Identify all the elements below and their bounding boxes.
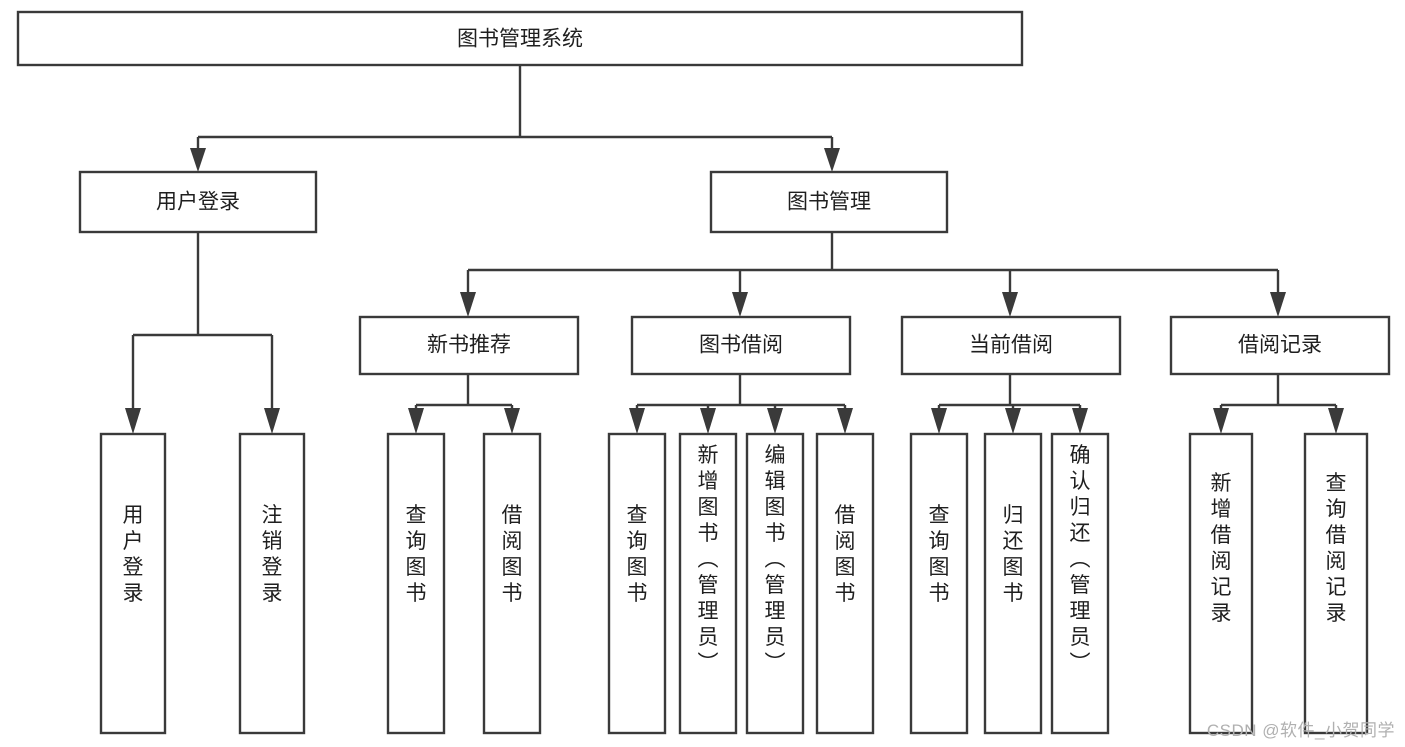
arrow-head-leaf-query-book-2 [629, 408, 645, 434]
node-root[interactable]: 图书管理系统 [16, 10, 1024, 67]
node-book-borrow-box[interactable] [630, 315, 852, 376]
node-leaf-add-book-label: 新增图书︵管理员︶ [698, 444, 719, 675]
node-user-login[interactable]: 用户登录 [78, 170, 318, 234]
node-new-book-recommend-box[interactable] [358, 315, 580, 376]
node-leaf-query-record[interactable]: 查询借阅记录 [1303, 432, 1369, 735]
node-leaf-query-book-1[interactable]: 查询图书 [386, 432, 446, 735]
node-current-borrow[interactable]: 当前借阅 [900, 315, 1122, 376]
connector-group-book-borrow-to-leaves [629, 374, 853, 434]
arrow-head-borrow-record [1270, 292, 1286, 317]
connector-group-new-book-recommend-to-leaves [408, 374, 520, 434]
node-leaf-return-book-box[interactable] [983, 432, 1043, 735]
node-leaf-query-book-3-label: 查询图书 [929, 504, 950, 605]
node-book-manage[interactable]: 图书管理 [709, 170, 949, 234]
arrow-head-new-book-recommend [460, 292, 476, 317]
arrow-head-leaf-query-book-3 [931, 408, 947, 434]
node-leaf-logout-login-box[interactable] [238, 432, 306, 735]
node-leaf-query-book-2-box[interactable] [607, 432, 667, 735]
node-new-book-recommend[interactable]: 新书推荐 [358, 315, 580, 376]
node-leaf-query-book-1-label: 查询图书 [406, 504, 427, 605]
node-leaf-query-book-3-box[interactable] [909, 432, 969, 735]
arrow-head-leaf-add-book [700, 408, 716, 434]
arrow-head-current-borrow [1002, 292, 1018, 317]
arrow-head-leaf-borrow-book-2 [837, 408, 853, 434]
node-book-manage-label: 图书管理 [787, 191, 871, 214]
node-leaf-user-login[interactable]: 用户登录 [99, 432, 167, 735]
node-current-borrow-box[interactable] [900, 315, 1122, 376]
node-leaf-confirm-return-box[interactable] [1050, 432, 1110, 735]
node-borrow-record-box[interactable] [1169, 315, 1391, 376]
node-leaf-query-book-1-box[interactable] [386, 432, 446, 735]
node-leaf-return-book[interactable]: 归还图书 [983, 432, 1043, 735]
arrow-head-leaf-query-record [1328, 408, 1344, 434]
node-borrow-record-label: 借阅记录 [1238, 334, 1322, 357]
connector-group-borrow-record-to-leaves [1213, 374, 1344, 434]
node-leaf-borrow-book-1[interactable]: 借阅图书 [482, 432, 542, 735]
node-new-book-recommend-label: 新书推荐 [427, 334, 511, 357]
connector-group-root-to-level2 [190, 65, 840, 172]
node-root-label: 图书管理系统 [457, 28, 583, 51]
node-borrow-record[interactable]: 借阅记录 [1169, 315, 1391, 376]
node-leaf-edit-book-label: 编辑图书︵管理员︶ [765, 444, 786, 675]
node-leaf-borrow-book-1-label: 借阅图书 [502, 504, 523, 605]
node-leaf-confirm-return-label: 确认归还︵管理员︶ [1070, 444, 1091, 675]
node-user-login-box[interactable] [78, 170, 318, 234]
node-leaf-user-login-box[interactable] [99, 432, 167, 735]
node-leaf-borrow-book-1-box[interactable] [482, 432, 542, 735]
arrow-head-leaf-edit-book [767, 408, 783, 434]
arrow-head-leaf-borrow-book-1 [504, 408, 520, 434]
node-leaf-query-record-box[interactable] [1303, 432, 1369, 735]
node-book-borrow[interactable]: 图书借阅 [630, 315, 852, 376]
node-root-box[interactable] [16, 10, 1024, 67]
arrow-head-user-login [190, 148, 206, 172]
arrow-head-leaf-return-book [1005, 408, 1021, 434]
node-leaf-query-book-3[interactable]: 查询图书 [909, 432, 969, 735]
node-leaf-add-record-box[interactable] [1188, 432, 1254, 735]
arrow-head-leaf-add-record [1213, 408, 1229, 434]
node-leaf-logout-login-label: 注销登录 [262, 504, 283, 605]
node-leaf-borrow-book-2-box[interactable] [815, 432, 875, 735]
connector-group-book-manage-to-level3 [460, 232, 1286, 317]
connector-group-current-borrow-to-leaves [931, 374, 1088, 434]
node-leaf-edit-book-box[interactable] [745, 432, 805, 735]
node-leaf-logout-login[interactable]: 注销登录 [238, 432, 306, 735]
node-leaf-query-record-label: 查询借阅记录 [1326, 472, 1347, 625]
node-current-borrow-label: 当前借阅 [969, 334, 1053, 357]
node-leaf-add-record[interactable]: 新增借阅记录 [1188, 432, 1254, 735]
node-book-borrow-label: 图书借阅 [699, 334, 783, 357]
connector-group-user-login-to-leaves [125, 232, 280, 434]
arrow-head-book-borrow [732, 292, 748, 317]
arrow-head-leaf-user-login [125, 408, 141, 434]
node-leaf-add-record-label: 新增借阅记录 [1211, 472, 1232, 625]
node-leaf-borrow-book-2-label: 借阅图书 [835, 504, 856, 605]
node-user-login-label: 用户登录 [156, 191, 240, 214]
node-book-manage-box[interactable] [709, 170, 949, 234]
arrow-head-leaf-confirm-return [1072, 408, 1088, 434]
node-leaf-add-book-box[interactable] [678, 432, 738, 735]
node-leaf-edit-book[interactable]: 编辑图书︵管理员︶ [745, 432, 805, 735]
node-leaf-return-book-label: 归还图书 [1003, 504, 1024, 605]
arrow-head-book-manage [824, 148, 840, 172]
node-leaf-confirm-return[interactable]: 确认归还︵管理员︶ [1050, 432, 1110, 735]
arrow-head-leaf-logout-login [264, 408, 280, 434]
arrow-head-leaf-query-book-1 [408, 408, 424, 434]
node-leaf-query-book-2-label: 查询图书 [627, 504, 648, 605]
node-leaf-borrow-book-2[interactable]: 借阅图书 [815, 432, 875, 735]
node-leaf-user-login-label: 用户登录 [123, 504, 144, 605]
node-leaf-add-book[interactable]: 新增图书︵管理员︶ [678, 432, 738, 735]
node-leaf-query-book-2[interactable]: 查询图书 [607, 432, 667, 735]
